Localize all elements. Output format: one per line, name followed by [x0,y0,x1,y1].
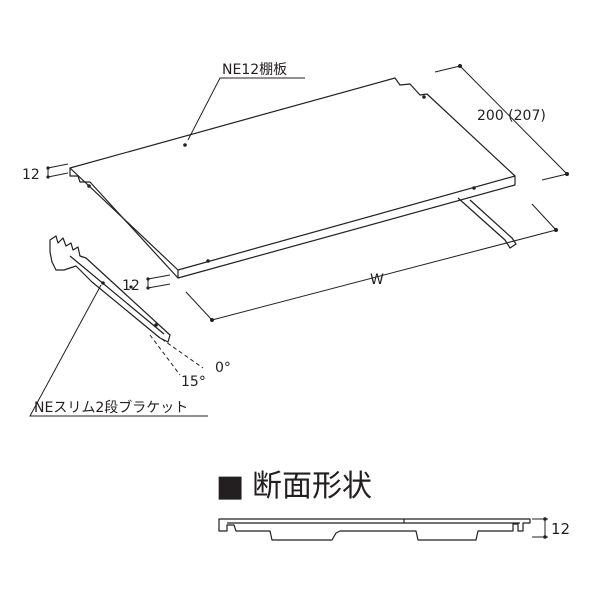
section-title: 断面形状 [252,469,372,504]
section-profile [218,518,531,541]
shelf-board [69,77,517,279]
shelf-name-label: NE12棚板 [222,62,287,78]
leader-lines [29,77,305,417]
depth-dimension-label: 200 (207) [477,108,546,124]
dimension-end-dots [46,64,569,322]
angle-indicator [149,334,204,376]
bracket-holes [101,281,158,327]
bracket-leader [29,284,208,417]
shelf-left-edge [69,168,179,279]
thickness-front-label: 12 [122,278,140,294]
bracket [49,235,171,343]
shelf-top-face [69,77,516,271]
section-thickness-label: 12 [551,520,570,538]
shelf-front-edge [177,176,516,279]
section-marker: ■ [216,469,244,504]
shelf-leader [187,77,305,141]
shelf-holes [87,95,476,263]
shelf-side-rail [457,197,517,249]
bracket-outline [49,235,171,343]
width-dimension-label: W [370,272,384,288]
section-thickness-dim [532,518,548,538]
bracket-name-label: NEスリム2段ブラケット [34,399,188,416]
angle-15-label: 15° [181,374,206,390]
thickness-top-label: 12 [22,167,40,183]
angle-0-label: 0° [215,360,231,376]
section-thickness-dots [543,517,547,539]
section-profile-outline [218,518,531,541]
